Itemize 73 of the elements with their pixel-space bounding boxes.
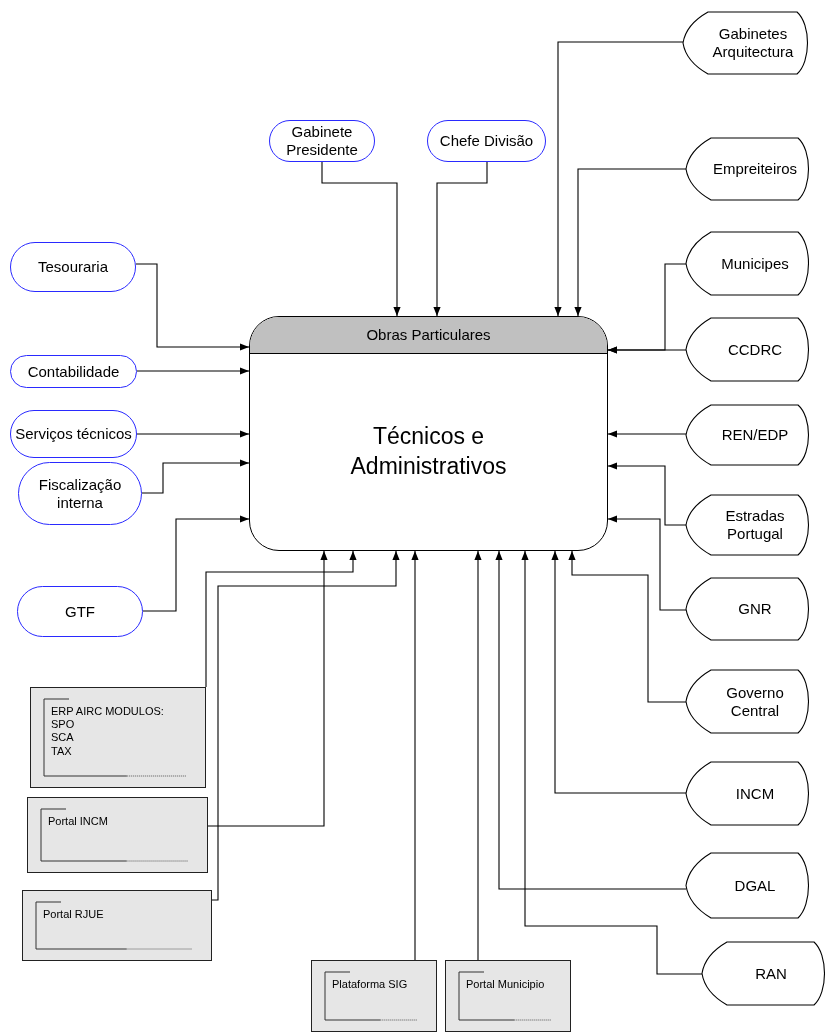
node-label: Plataforma SIG: [332, 978, 408, 992]
arrow: [551, 550, 687, 794]
system-box: [311, 960, 437, 1032]
display-shape: [686, 232, 812, 295]
node-label: Portal RJUE: [43, 908, 104, 922]
node-label: Chefe Divisão: [439, 132, 534, 150]
arrow: [474, 550, 482, 961]
node-label: CCDRC: [726, 340, 783, 359]
display-shape: [686, 762, 812, 825]
header-label: Obras Particulares: [366, 326, 491, 344]
node-label: Portal Municipio: [466, 978, 545, 992]
rounded-box: [269, 120, 375, 162]
display-shape: [686, 670, 812, 733]
display-shape: [686, 495, 812, 555]
rounded-box: [10, 410, 137, 458]
system-box: [22, 890, 212, 961]
node-label: Gabinete Presidente: [285, 123, 359, 159]
node-label: REN/EDP: [720, 426, 789, 444]
node-label: Portal INCM: [48, 815, 108, 829]
arrow: [142, 515, 250, 612]
node-label: Contabilidade: [27, 362, 120, 381]
arrow: [211, 550, 400, 901]
arrow: [135, 263, 250, 351]
arrow: [521, 550, 703, 975]
node-label: Gabinetes Arquitectura: [711, 25, 795, 61]
rounded-box: [17, 586, 143, 637]
department-box: [249, 316, 608, 551]
arrow: [607, 430, 687, 438]
arrow: [321, 161, 401, 317]
node-label: Empreiteiros: [711, 160, 798, 178]
node-label: GNR: [737, 600, 772, 618]
node-label: SPO: [51, 718, 75, 732]
node-label: INCM: [734, 784, 775, 803]
display-shape: [702, 942, 828, 1005]
node-label: Fiscalização interna: [37, 475, 123, 512]
rounded-box: [10, 242, 136, 292]
arrow: [607, 515, 687, 611]
node-label: SCA: [51, 731, 74, 745]
node-label: GTF: [65, 602, 95, 621]
system-box: [445, 960, 571, 1032]
arrow: [411, 550, 419, 961]
display-shape: [686, 318, 812, 381]
display-shape: [686, 578, 812, 640]
node-label: Municipes: [720, 254, 789, 273]
arrow: [136, 430, 250, 438]
arrow: [607, 346, 687, 354]
node-label: ERP AIRC MODULOS:: [51, 705, 164, 719]
arrow: [554, 41, 684, 317]
system-box: [30, 687, 206, 788]
display-shape: [686, 405, 812, 465]
rounded-box: [427, 120, 546, 162]
arrow: [568, 550, 687, 703]
node-label: DGAL: [733, 876, 776, 895]
arrow: [607, 462, 687, 526]
node-label: Serviços técnicos: [15, 425, 132, 443]
arrow: [207, 550, 328, 827]
display-shape: [686, 138, 812, 200]
display-shape: [686, 853, 812, 918]
node-label: Tesouraria: [37, 258, 108, 276]
display-shape: [683, 12, 811, 74]
arrow: [141, 459, 250, 494]
arrow: [495, 550, 687, 890]
node-label: Estradas Portugal: [724, 507, 786, 543]
arrow: [433, 161, 488, 317]
arrow: [574, 168, 687, 317]
box-title: Técnicos e Administrativos: [349, 422, 508, 481]
arrow: [136, 367, 250, 375]
node-label: TAX: [51, 744, 72, 758]
rounded-box: [10, 355, 137, 388]
arrow: [205, 550, 357, 688]
node-label: Governo Central: [725, 683, 785, 720]
system-box: [27, 797, 208, 873]
node-label: RAN: [754, 964, 787, 983]
